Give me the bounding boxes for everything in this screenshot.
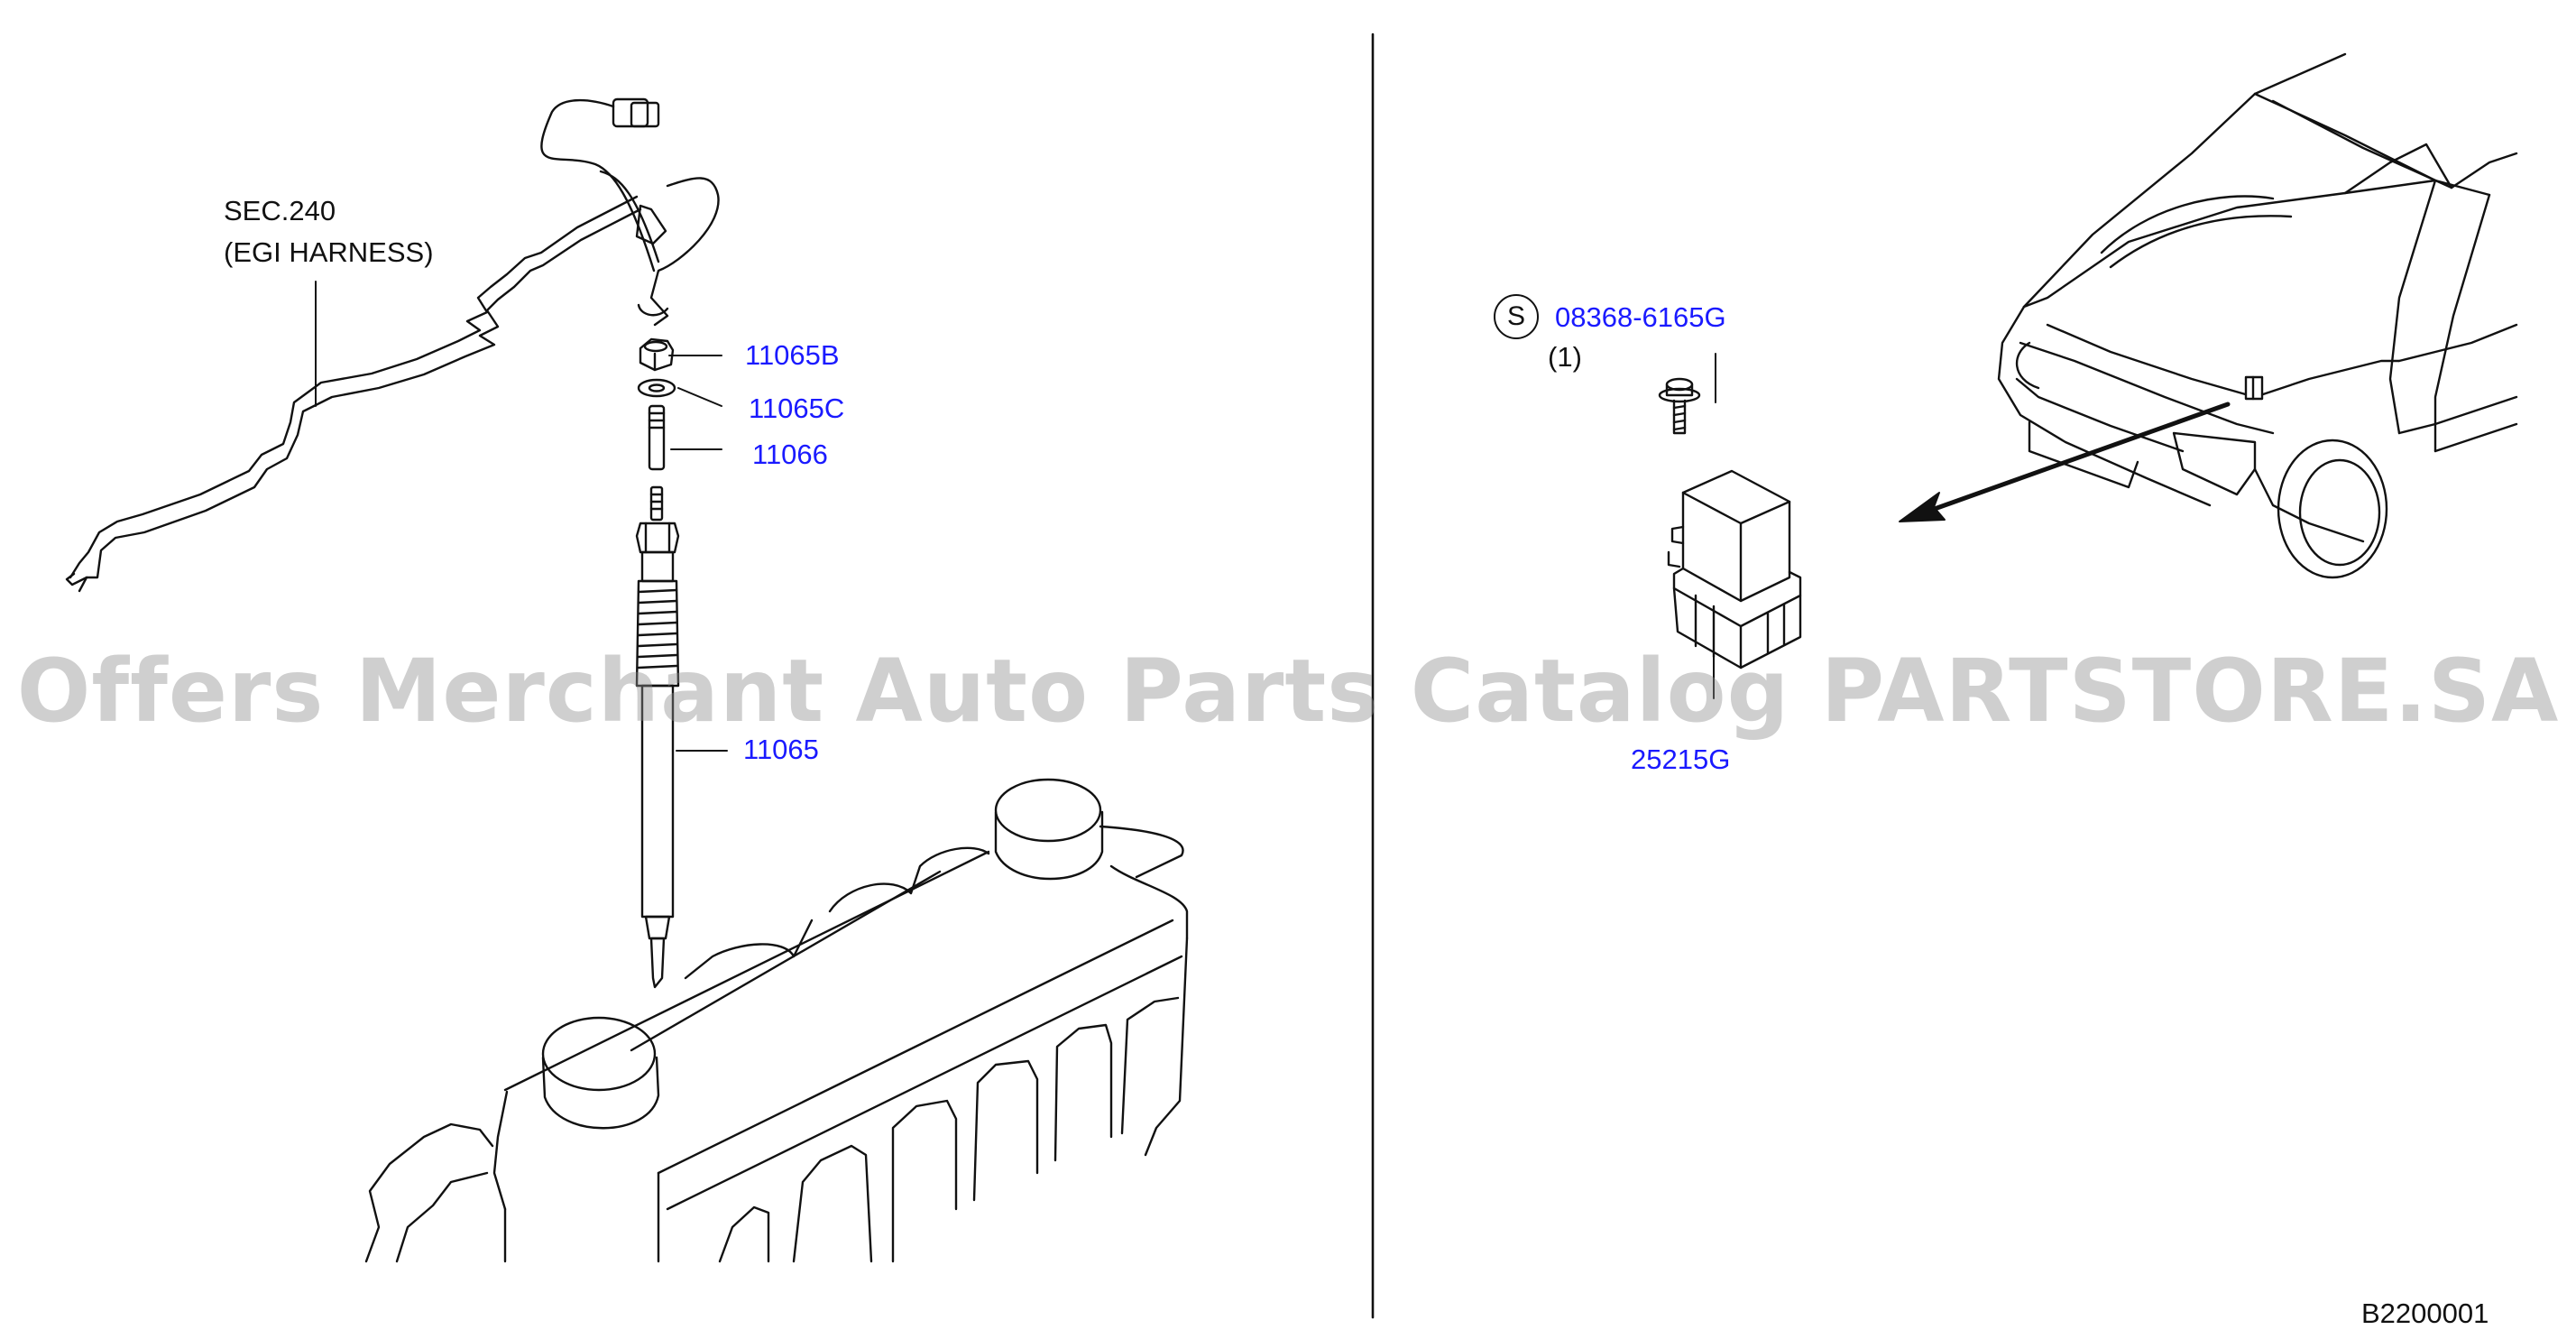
stud-11066 [648,404,666,471]
part-label-11066[interactable]: 11066 [752,439,828,470]
section-desc-label: (EGI HARNESS) [224,236,434,268]
glow-plug-11065 [635,485,680,989]
drawing-code: B2200001 [2361,1297,2489,1329]
part-label-11065[interactable]: 11065 [743,734,819,765]
bolt-quantity: (1) [1548,341,1582,373]
bolt-08368-6165g [1658,377,1701,435]
nut-11065b [639,337,675,372]
relay-25215g [1667,469,1802,670]
washer-11065c [637,378,676,398]
section-ref-label: SEC.240 [224,195,336,226]
standard-part-symbol: S [1494,294,1539,339]
part-label-25215g[interactable]: 25215G [1631,743,1731,775]
egi-harness [65,97,720,593]
part-label-08368-6165g[interactable]: 08368-6165G [1555,301,1726,333]
vehicle-sketch [1997,52,2518,579]
location-arrow [1899,402,2231,522]
cylinder-head [364,778,1189,1263]
watermark: Offers Merchant Auto Parts Catalog PARTS… [16,641,2560,742]
part-label-11065b[interactable]: 11065B [745,339,840,371]
part-label-11065c[interactable]: 11065C [749,392,845,424]
